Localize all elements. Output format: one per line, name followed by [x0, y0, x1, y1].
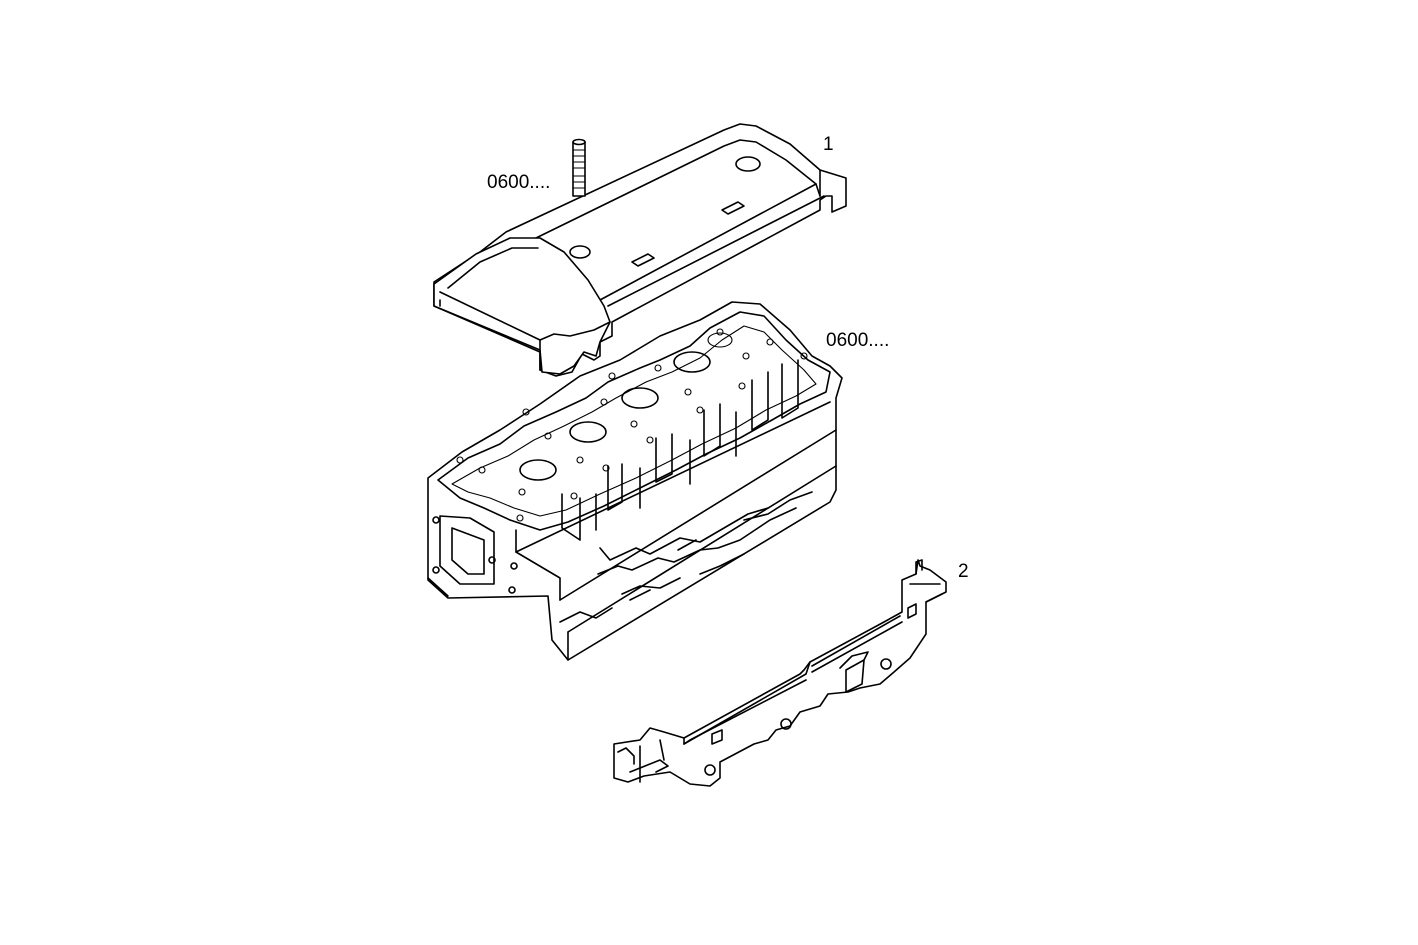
valve-cover — [433, 123, 847, 377]
bracket-hole-3 — [880, 658, 892, 670]
port-1 — [519, 459, 557, 481]
valve-towers — [561, 359, 799, 541]
callout-head-partnumber: 0600.... — [826, 330, 889, 351]
callout-2-bracket: 2 — [958, 561, 969, 582]
port-2 — [569, 421, 607, 443]
callout-stud-partnumber: 0600.... — [487, 172, 550, 193]
port-3 — [621, 387, 659, 409]
cylinder-head-gasket-edge — [437, 311, 831, 531]
fuel-rail-bracket — [613, 559, 947, 787]
callout-1-cover: 1 — [823, 134, 834, 155]
bracket-body — [613, 559, 947, 787]
stud-bolt — [572, 138, 586, 197]
bracket-hole-1 — [704, 764, 716, 776]
port-5 — [707, 332, 733, 348]
cover-hole-rear — [735, 156, 761, 172]
bracket-hole-2 — [780, 718, 792, 730]
cylinder-head-body — [427, 301, 843, 661]
valve-cover-dome — [433, 237, 611, 375]
cylinder-head-gasket-inner — [451, 325, 817, 517]
cover-hole-front — [569, 245, 591, 259]
cylinder-head — [427, 301, 843, 661]
cylinder-head-end-face — [427, 515, 518, 597]
cover-slot-1 — [631, 253, 655, 267]
cover-slot-2 — [721, 201, 745, 215]
port-4 — [673, 351, 711, 373]
cylinder-head-side — [515, 401, 837, 661]
bolt-holes — [456, 328, 808, 522]
